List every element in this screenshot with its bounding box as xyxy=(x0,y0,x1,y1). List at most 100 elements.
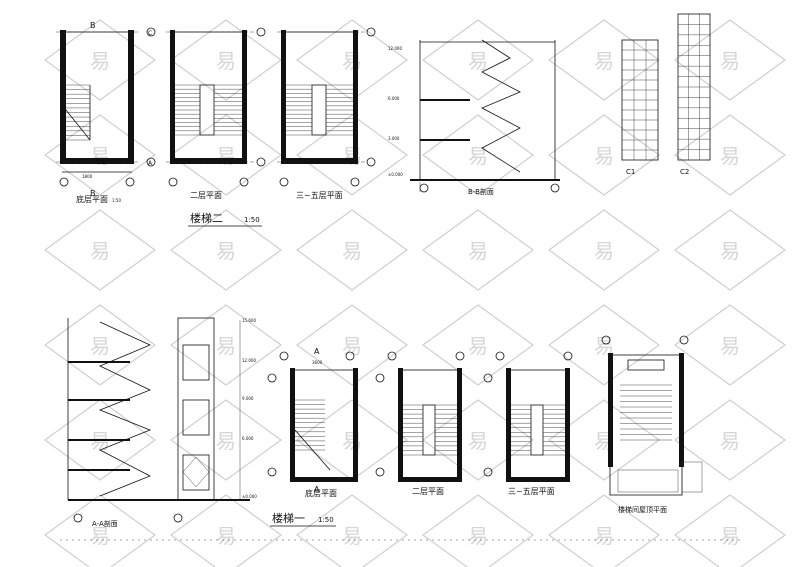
elev-label: 9.000 xyxy=(242,396,254,401)
watermark-diamond xyxy=(169,304,283,386)
elev-label: 6.000 xyxy=(242,436,254,441)
watermark-diamond xyxy=(547,19,661,101)
watermark-glyph: 易 xyxy=(90,49,110,73)
watermark-diamond xyxy=(547,209,661,291)
watermark-glyph: 易 xyxy=(90,524,110,548)
watermark-diamond xyxy=(295,304,409,386)
watermark-diamond xyxy=(295,209,409,291)
watermark-diamond xyxy=(43,304,157,386)
watermark-glyph: 易 xyxy=(720,334,740,358)
watermark-glyph: 易 xyxy=(216,239,236,263)
axis-c-label: C xyxy=(148,30,152,37)
watermark-glyph: 易 xyxy=(90,144,110,168)
watermark-diamond xyxy=(169,209,283,291)
watermark-diamond xyxy=(169,19,283,101)
stair2-ground-plan: B B C A 1800 底层平面 1:50 xyxy=(56,21,156,204)
section-mark-a-top: A xyxy=(314,347,320,356)
watermark-glyph: 易 xyxy=(342,49,362,73)
watermark-glyph: 易 xyxy=(342,524,362,548)
view-title-s1-third: 三~五层平面 xyxy=(508,487,555,496)
view-title-s2-ground: 底层平面 xyxy=(76,194,108,204)
watermark-diamond xyxy=(673,399,787,481)
watermark-diamond xyxy=(673,114,787,196)
watermark-diamond xyxy=(673,304,787,386)
watermark-glyph: 易 xyxy=(720,49,740,73)
stair2-section-bb: 12.000 6.000 3.000 ±0.000 B-B剖面 xyxy=(388,39,560,196)
watermark-glyph: 易 xyxy=(594,239,614,263)
elev-label: ±0.000 xyxy=(242,494,257,499)
watermark-glyph: 易 xyxy=(90,334,110,358)
group-title-stair2: 楼梯二 xyxy=(190,211,223,225)
watermark-diamond xyxy=(421,304,535,386)
watermark-diamond xyxy=(43,494,157,567)
elev-label: ±0.000 xyxy=(388,172,403,177)
watermark-glyph: 易 xyxy=(342,144,362,168)
watermark-diamond xyxy=(295,19,409,101)
stair2-second-plan: 二层平面 楼梯二 1:50 xyxy=(166,27,266,227)
watermark-diamond xyxy=(169,114,283,196)
view-title-s2-section: B-B剖面 xyxy=(468,187,494,196)
watermark-diamond xyxy=(295,494,409,567)
elev-label: 6.000 xyxy=(388,96,400,101)
watermark-diamond xyxy=(43,399,157,481)
watermark-diamond xyxy=(673,209,787,291)
elev-label: 3.000 xyxy=(388,136,400,141)
group-scale-stair2: 1:50 xyxy=(244,216,260,224)
watermark-glyph: 易 xyxy=(594,524,614,548)
stair1-ground-plan: A A 3600 底层平面 楼梯一 1:50 xyxy=(267,347,358,527)
stair1-third-plan: 三~五层平面 xyxy=(483,351,573,496)
group-scale-stair1: 1:50 xyxy=(318,516,334,524)
watermark-diamond xyxy=(421,399,535,481)
stair1-section-aa: 15.600 12.000 9.000 6.000 ±0.000 A-A剖面 xyxy=(67,317,257,528)
view-title-s1-ground: 底层平面 xyxy=(305,488,337,498)
watermark-glyph: 易 xyxy=(216,429,236,453)
watermark-layer: 易易易易易易易易易易易易易易易易易易易易易易易易易易易易易易易易易易易易 xyxy=(43,19,787,567)
watermark-diamond xyxy=(169,399,283,481)
watermark-diamond xyxy=(295,114,409,196)
watermark-glyph: 易 xyxy=(216,49,236,73)
stair2-third-plan: 三~五层平面 xyxy=(277,27,376,200)
watermark-glyph: 易 xyxy=(594,144,614,168)
watermark-glyph: 易 xyxy=(720,144,740,168)
watermark-glyph: 易 xyxy=(594,49,614,73)
watermark-diamond xyxy=(169,494,283,567)
watermark-glyph: 易 xyxy=(720,239,740,263)
watermark-glyph: 易 xyxy=(342,334,362,358)
watermark-diamond xyxy=(673,19,787,101)
detail-c1-label: C1 xyxy=(626,168,635,176)
watermark-glyph: 易 xyxy=(216,144,236,168)
detail-c2-label: C2 xyxy=(680,168,689,176)
watermark-glyph: 易 xyxy=(468,144,488,168)
axis-a-label: A xyxy=(148,160,153,167)
watermark-diamond xyxy=(673,494,787,567)
watermark-diamond xyxy=(43,209,157,291)
watermark-glyph: 易 xyxy=(468,334,488,358)
stair1-roof-plan: 楼梯间屋顶平面 xyxy=(601,335,703,514)
elev-label: 12.000 xyxy=(388,46,402,51)
watermark-glyph: 易 xyxy=(342,429,362,453)
watermark-glyph: 易 xyxy=(216,524,236,548)
watermark-glyph: 易 xyxy=(468,524,488,548)
watermark-glyph: 易 xyxy=(342,239,362,263)
section-mark-a-bottom: A xyxy=(314,485,320,494)
watermark-glyph: 易 xyxy=(468,429,488,453)
watermark-glyph: 易 xyxy=(468,49,488,73)
watermark-glyph: 易 xyxy=(216,334,236,358)
view-title-s2-third: 三~五层平面 xyxy=(296,191,343,200)
watermark-glyph: 易 xyxy=(720,524,740,548)
watermark-diamond xyxy=(547,304,661,386)
watermark-glyph: 易 xyxy=(720,429,740,453)
stair1-second-plan: 二层平面 xyxy=(375,351,465,496)
watermark-diamond xyxy=(421,114,535,196)
watermark-glyph: 易 xyxy=(90,239,110,263)
watermark-diamond xyxy=(547,114,661,196)
window-details: C1 C2 xyxy=(621,13,711,176)
view-title-s1-roof: 楼梯间屋顶平面 xyxy=(618,505,667,514)
watermark-glyph: 易 xyxy=(594,334,614,358)
watermark-diamond xyxy=(421,494,535,567)
view-title-s2-second: 二层平面 xyxy=(190,191,222,200)
dim-label: 3600 xyxy=(312,360,323,365)
dim-label: 1800 xyxy=(82,174,93,179)
view-scale: 1:50 xyxy=(112,198,121,203)
